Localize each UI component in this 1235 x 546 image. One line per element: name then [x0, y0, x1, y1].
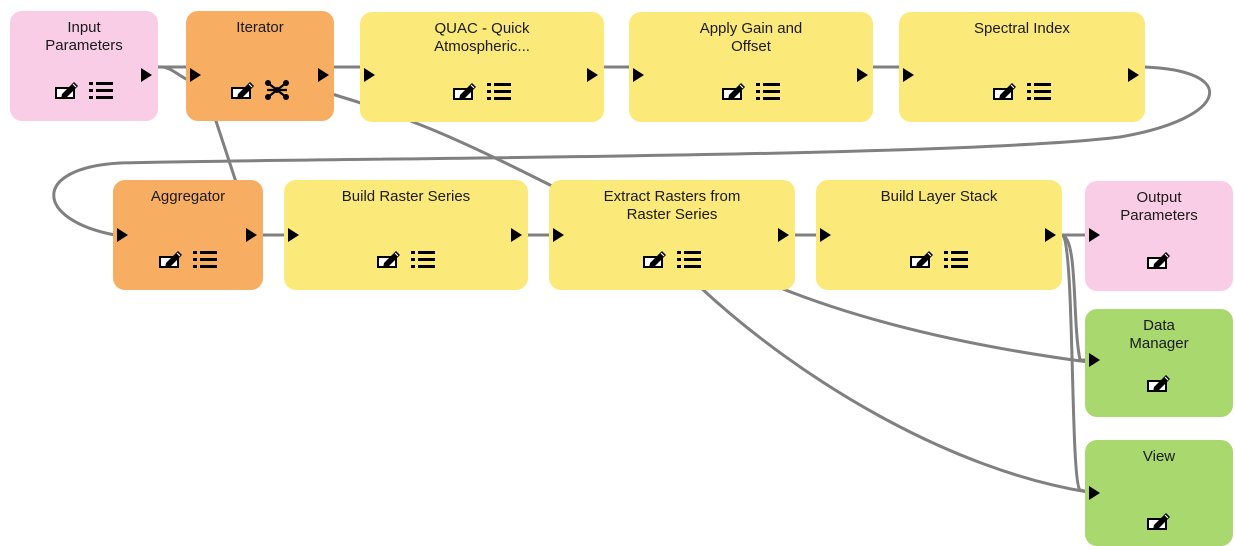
- node-title: QUAC - Quick Atmospheric...: [434, 20, 530, 55]
- list-icon[interactable]: [942, 248, 970, 270]
- edit-icon[interactable]: [375, 248, 403, 270]
- edit-icon[interactable]: [53, 79, 81, 101]
- input-port[interactable]: [553, 228, 564, 242]
- wire-extract-to-view: [698, 285, 1090, 494]
- node-quac[interactable]: QUAC - Quick Atmospheric...: [360, 12, 604, 122]
- output-port[interactable]: [1045, 228, 1056, 242]
- node-title: Iterator: [236, 19, 284, 36]
- edit-icon[interactable]: [991, 80, 1019, 102]
- node-title: Aggregator: [150, 188, 226, 205]
- wire-input-to-aggregator: [156, 65, 190, 82]
- output-port[interactable]: [141, 68, 152, 82]
- list-icon[interactable]: [675, 248, 703, 270]
- node-apply-gain-and-offset[interactable]: Apply Gain and Offset: [629, 12, 873, 122]
- edit-icon[interactable]: [451, 80, 479, 102]
- list-icon[interactable]: [754, 80, 782, 102]
- list-icon[interactable]: [191, 248, 219, 270]
- wire-extract-to-data-manager: [776, 285, 1090, 364]
- node-spectral-index[interactable]: Spectral Index: [899, 12, 1145, 122]
- input-port[interactable]: [117, 228, 128, 242]
- list-icon[interactable]: [1025, 80, 1053, 102]
- edit-icon[interactable]: [908, 248, 936, 270]
- input-port[interactable]: [903, 68, 914, 82]
- node-title: Build Layer Stack: [880, 188, 998, 205]
- output-port[interactable]: [857, 68, 868, 82]
- edit-icon[interactable]: [1145, 372, 1173, 394]
- node-title: Build Raster Series: [341, 188, 471, 205]
- list-icon[interactable]: [485, 80, 513, 102]
- edit-icon[interactable]: [1145, 249, 1173, 271]
- output-port[interactable]: [587, 68, 598, 82]
- edit-icon[interactable]: [1145, 510, 1173, 532]
- output-port[interactable]: [1128, 68, 1139, 82]
- node-iterator[interactable]: Iterator: [186, 11, 334, 121]
- node-title: Output Parameters: [1120, 189, 1198, 224]
- input-port[interactable]: [820, 228, 831, 242]
- node-title: Input Parameters: [45, 19, 123, 54]
- output-port[interactable]: [778, 228, 789, 242]
- input-port[interactable]: [1089, 486, 1100, 500]
- node-title: Spectral Index: [974, 20, 1070, 37]
- node-build-raster-series[interactable]: Build Raster Series: [284, 180, 528, 290]
- edit-icon[interactable]: [157, 248, 185, 270]
- node-output-parameters[interactable]: Output Parameters: [1085, 181, 1233, 291]
- output-port[interactable]: [511, 228, 522, 242]
- node-build-layer-stack[interactable]: Build Layer Stack: [816, 180, 1062, 290]
- node-data-manager[interactable]: Data Manager: [1085, 309, 1233, 417]
- node-title: Data Manager: [1129, 317, 1189, 352]
- output-port[interactable]: [246, 228, 257, 242]
- input-port[interactable]: [364, 68, 375, 82]
- list-icon[interactable]: [409, 248, 437, 270]
- edit-icon[interactable]: [641, 248, 669, 270]
- node-extract-rasters[interactable]: Extract Rasters from Raster Series: [549, 180, 795, 290]
- input-port[interactable]: [288, 228, 299, 242]
- input-port[interactable]: [1089, 353, 1100, 367]
- network-icon[interactable]: [263, 79, 291, 101]
- node-title: View: [1142, 448, 1176, 465]
- output-port[interactable]: [318, 68, 329, 82]
- node-input-parameters[interactable]: Input Parameters: [10, 11, 158, 121]
- edit-icon[interactable]: [720, 80, 748, 102]
- edit-icon[interactable]: [229, 79, 257, 101]
- input-port[interactable]: [633, 68, 644, 82]
- wire-iterator-to-aggregator: [213, 116, 238, 184]
- node-title: Apply Gain and Offset: [699, 20, 803, 55]
- input-port[interactable]: [190, 68, 201, 82]
- input-port[interactable]: [1089, 228, 1100, 242]
- node-view[interactable]: View: [1085, 440, 1233, 546]
- node-aggregator[interactable]: Aggregator: [113, 180, 263, 290]
- node-title: Extract Rasters from Raster Series: [603, 188, 741, 223]
- list-icon[interactable]: [87, 79, 115, 101]
